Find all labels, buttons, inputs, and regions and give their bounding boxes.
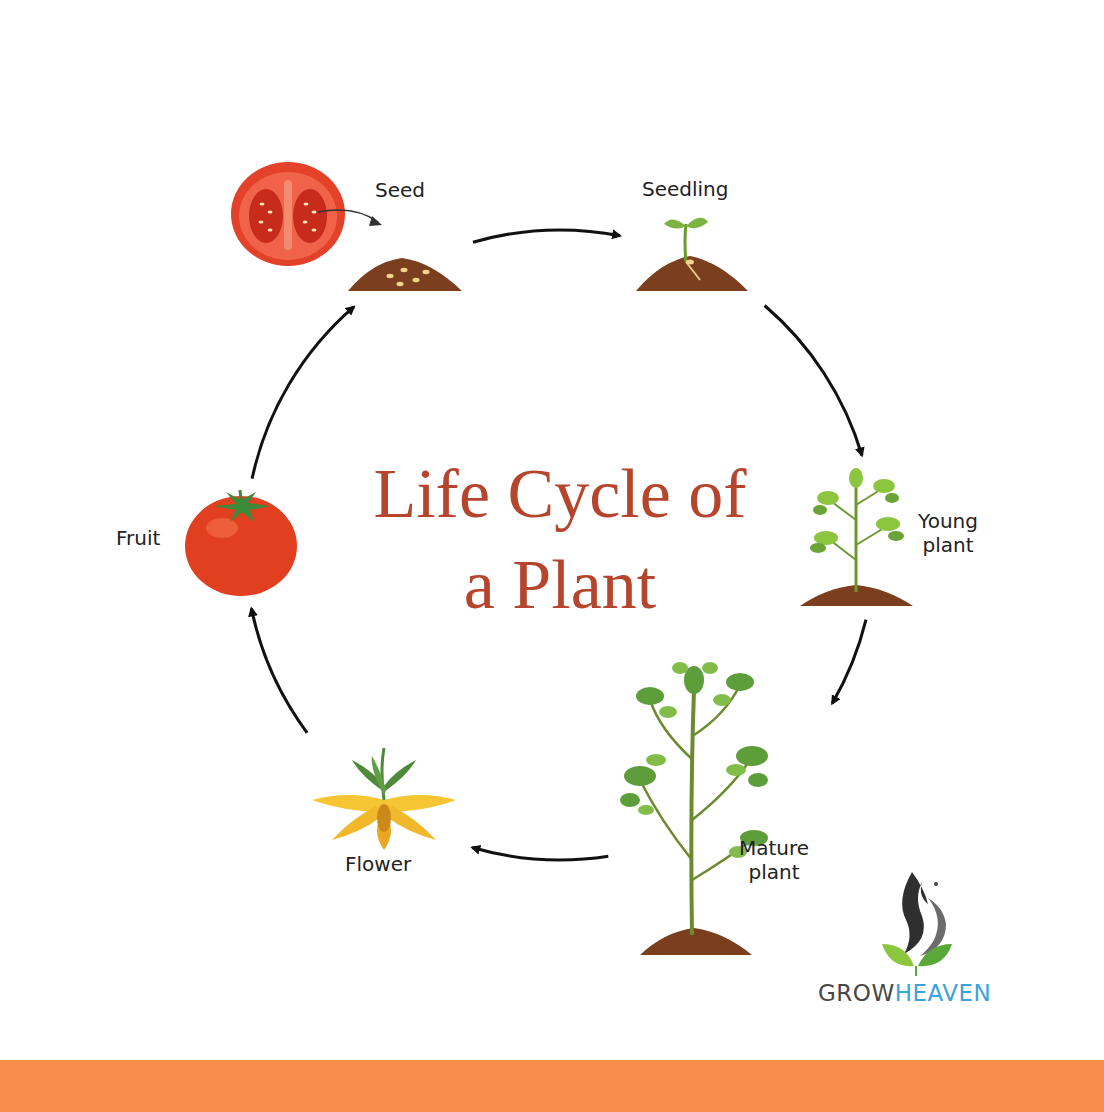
logo-word: GROW xyxy=(818,980,895,1006)
stage-label: Fruit xyxy=(116,526,160,550)
stage-node: Flower xyxy=(305,742,463,882)
cycle-arrow xyxy=(472,848,608,861)
stage-node: Mature plant xyxy=(618,652,824,957)
seedling-illustration xyxy=(636,218,748,291)
stage-label: Seedling xyxy=(642,177,728,201)
young-plant-illustration xyxy=(800,468,913,606)
logo-icon xyxy=(882,872,952,976)
flower-illustration xyxy=(312,748,456,850)
stage-node: Seed xyxy=(345,172,465,297)
stage-label: Seed xyxy=(375,178,425,202)
stage-label: Flower xyxy=(345,852,411,876)
tomato-illustration xyxy=(185,490,297,596)
stage-node: Young plant xyxy=(798,465,994,610)
logo-text: GROWHEAVEN xyxy=(818,980,991,1006)
stage-node: Fruit xyxy=(110,488,305,600)
stage-label: Young plant xyxy=(906,509,990,557)
footer-band xyxy=(0,1060,1104,1112)
logo-word: HEAVEN xyxy=(895,980,992,1006)
cycle-arrow xyxy=(251,608,307,732)
stage-node: Seedling xyxy=(630,172,760,297)
cycle-arrow xyxy=(473,230,620,242)
cut-tomato xyxy=(231,162,382,266)
seed-mound xyxy=(348,258,462,291)
cycle-arrow xyxy=(252,307,354,479)
cycle-arrow xyxy=(765,306,862,456)
stage-label: Mature plant xyxy=(728,836,820,884)
diagram-title: Life Cycle of a Plant xyxy=(350,448,770,630)
mature-plant-illustration xyxy=(620,662,768,955)
cycle-arrow xyxy=(832,620,866,704)
